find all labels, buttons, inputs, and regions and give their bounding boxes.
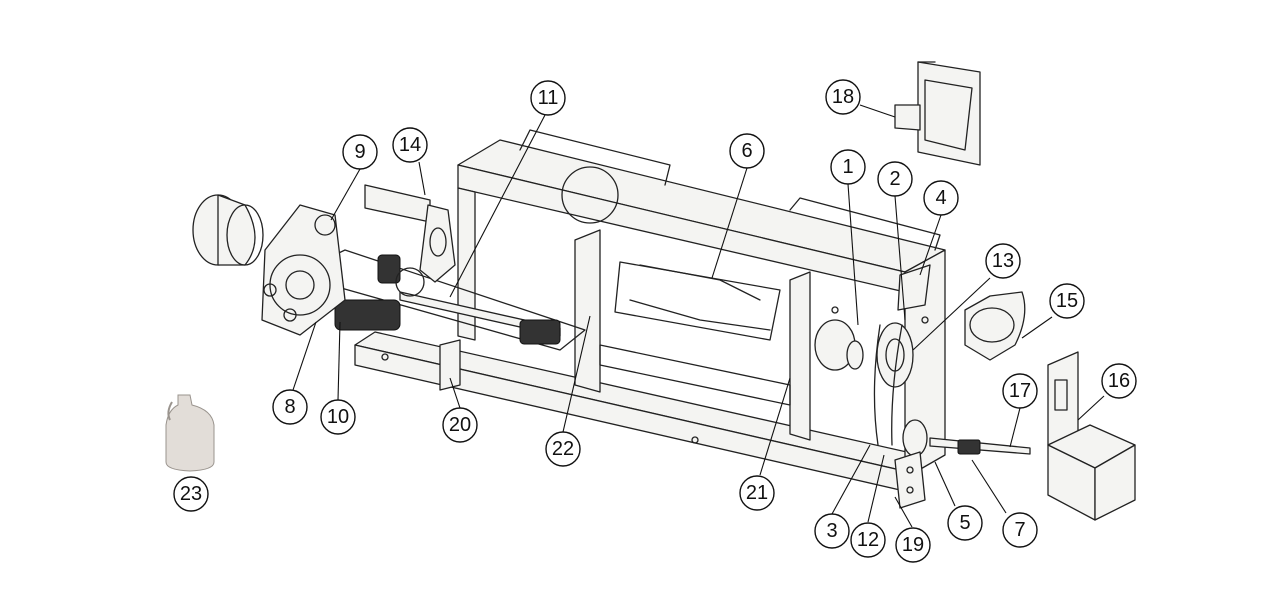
callout-6: 6 [729,133,765,169]
callout-label: 20 [449,414,471,436]
callout-5: 5 [947,505,983,541]
callout-circle [947,505,983,541]
callout-label: 14 [399,134,421,156]
callout-circle [272,389,308,425]
callout-circle [1049,283,1085,319]
callout-8: 8 [272,389,308,425]
callout-label: 22 [552,438,574,460]
callout-10: 10 [320,399,356,435]
callout-label: 13 [992,250,1014,272]
callout-label: 8 [284,396,295,418]
callout-circle [173,476,209,512]
callout-label: 18 [832,86,854,108]
callout-circle [729,133,765,169]
callout-label: 15 [1056,290,1078,312]
callout-23: 23 [173,476,209,512]
callout-label: 5 [959,512,970,534]
callout-1: 1 [830,149,866,185]
callout-9: 9 [342,134,378,170]
callout-21: 21 [739,475,775,511]
callout-label: 1 [842,156,853,178]
callout-label: 23 [180,483,202,505]
callout-3: 3 [814,513,850,549]
callout-label: 7 [1014,519,1025,541]
callout-13: 13 [985,243,1021,279]
callout-14: 14 [392,127,428,163]
cover-15 [964,291,1026,361]
callout-circle [923,180,959,216]
bottle-23 [165,394,215,472]
callout-20: 20 [442,407,478,443]
callout-16: 16 [1101,363,1137,399]
callout-15: 15 [1049,283,1085,319]
callout-label: 3 [826,520,837,542]
cylinder-shield [192,194,264,266]
callout-circle [545,431,581,467]
callout-label: 10 [327,406,349,428]
sprocket-assembly [814,264,1031,509]
callout-circle [850,522,886,558]
callout-label: 9 [354,141,365,163]
callout-label: 6 [741,140,752,162]
callout-4: 4 [923,180,959,216]
callout-17: 17 [1002,373,1038,409]
guard-16 [1047,351,1136,521]
callout-19: 19 [895,527,931,563]
callout-22: 22 [545,431,581,467]
callout-2: 2 [877,161,913,197]
callout-label: 4 [935,187,946,209]
callout-circle [392,127,428,163]
callout-circle [1002,373,1038,409]
callout-label: 12 [857,529,879,551]
callout-7: 7 [1002,512,1038,548]
callout-circle [895,527,931,563]
callout-circle [985,243,1021,279]
driveline [319,249,586,351]
callout-circle [814,513,850,549]
shield-18 [894,61,981,166]
callout-circle [320,399,356,435]
callout-label: 21 [746,482,768,504]
callout-label: 11 [538,87,559,109]
callout-label: 17 [1009,380,1031,402]
callout-label: 16 [1108,370,1130,392]
callout-circle [442,407,478,443]
callout-circle [1002,512,1038,548]
callout-circle [825,79,861,115]
callout-circle [1101,363,1137,399]
callout-circle [342,134,378,170]
gearbox [261,204,346,336]
leader-lines [292,104,1105,528]
callout-circle [830,149,866,185]
callout-18: 18 [825,79,861,115]
plate-14 [364,184,456,283]
callout-circle [530,80,566,116]
bracket-20 [439,339,461,391]
callout-label: 2 [889,168,900,190]
callout-label: 19 [902,534,924,556]
callout-circle [877,161,913,197]
callout-circle [739,475,775,511]
callout-12: 12 [850,522,886,558]
callout-11: 11 [530,80,566,116]
